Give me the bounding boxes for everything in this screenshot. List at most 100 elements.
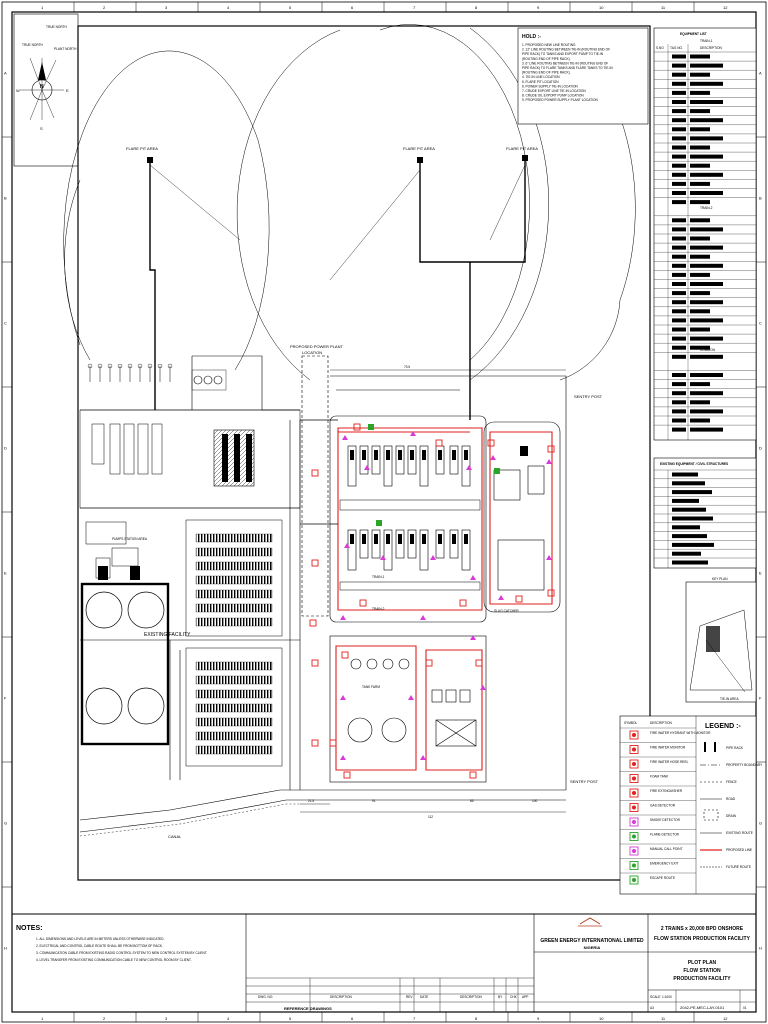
legend-right-label: PROPERTY BOUNDARY — [726, 763, 763, 767]
sentry-post-top: SENTRY POST — [574, 394, 603, 399]
flare-pit-label-2: FLARE PIT AREA — [403, 146, 435, 151]
equipment-tag-mark — [672, 391, 686, 396]
equipment-tag-mark — [672, 263, 686, 268]
legend-symbol-icon — [629, 730, 639, 740]
equipment-tag-mark — [672, 100, 686, 104]
array-row — [195, 703, 273, 713]
legend-symbol-icon — [629, 817, 639, 827]
legend-symbol-icon — [629, 803, 639, 812]
equipment-desc-mark — [690, 245, 723, 250]
process-vessel-mark — [386, 450, 390, 460]
equipment-desc-mark — [690, 90, 710, 95]
equipment-desc-mark — [690, 254, 710, 259]
revision-number: 01 — [743, 1006, 747, 1010]
legend-symbol-icon — [629, 861, 639, 870]
storage-tank — [381, 717, 407, 743]
grid-row-label: D — [759, 446, 762, 451]
equipment-tag-mark — [672, 118, 686, 123]
array-row — [195, 731, 273, 741]
sentry-post-bottom: SENTRY POST — [570, 779, 599, 784]
equipment-tag-mark — [672, 272, 686, 277]
equipment-desc-mark — [690, 263, 723, 268]
hold-item: 9. PROPOSED POWER SUPPLY PLANT LOCATION — [522, 98, 598, 102]
drawing-number: 2042-PE-MEC-LAY-0101 — [680, 1005, 725, 1010]
equipment-tag-mark — [672, 63, 686, 68]
process-vessel-mark — [374, 534, 378, 544]
grid-row-label: C — [4, 321, 7, 326]
existing-desc-mark — [672, 490, 712, 495]
fire-hydrant-icon — [353, 423, 361, 431]
title-block: NOTES: 1. ALL DIMENSIONS AND LEVELS ARE … — [11, 913, 757, 1013]
grid-row-label: E — [4, 571, 7, 576]
drawing-title-3: PRODUCTION FACILITY — [673, 976, 731, 982]
hold-item: 6. POWER SUPPLY TIE-IN LOCATION — [522, 84, 578, 88]
fire-hydrant-icon — [547, 445, 555, 453]
process-vessel — [395, 529, 405, 559]
project-title-1: 2 TRAINS x 20,000 BPD ONSHORE — [661, 926, 744, 932]
array-row — [195, 561, 273, 571]
tree-mark — [107, 363, 113, 369]
equipment-list-col-desc: DESCRIPTION — [700, 46, 722, 50]
process-vessel-mark — [464, 534, 468, 544]
detector-icon — [430, 555, 436, 560]
existing-tank-farm — [80, 582, 170, 746]
equipment-desc-mark — [690, 382, 710, 387]
company-logo — [578, 917, 602, 927]
hold-item: 8. CRUDE OIL EXPORT PUMP LOCATION — [522, 94, 584, 98]
legend-symbol-dot — [632, 820, 636, 824]
tree-mark — [147, 363, 153, 369]
detector-icon — [466, 465, 472, 470]
detector-icon — [340, 695, 346, 700]
array-row — [195, 661, 273, 671]
tree-mark — [157, 363, 163, 369]
north-e-label: E — [66, 88, 69, 93]
legend-symbol-dot — [632, 791, 636, 795]
drawing-frame — [77, 25, 651, 881]
grid-row-label: B — [4, 196, 7, 201]
fire-hydrant-icon — [311, 469, 319, 477]
dim-top: 70.5 — [404, 365, 410, 369]
grid-col-label: 10 — [599, 1016, 604, 1021]
equipment-tag-mark — [672, 382, 686, 387]
equipment-list-col-no: S.NO — [656, 46, 664, 50]
process-vessel — [419, 529, 429, 571]
grid-col-label: 8 — [475, 1016, 478, 1021]
flare-pit-label-1: FLARE PIT AREA — [126, 146, 158, 151]
legend-symbol-dot — [632, 762, 636, 766]
detector-icon — [380, 555, 386, 560]
note-item: 2. ELECTRICAL AND CONTROL CABLE ROUTE SH… — [36, 944, 163, 948]
grid-col-label: 10 — [599, 5, 604, 10]
fire-hydrant-icon — [329, 739, 337, 747]
legend-symbol-dot — [632, 863, 636, 868]
detector-icon — [470, 635, 476, 640]
equipment-desc-mark — [690, 336, 723, 341]
tree-mark — [117, 363, 123, 369]
grid-row-label: F — [4, 696, 7, 701]
dim-bottom-mid2: 85 — [470, 799, 474, 803]
legend-item-label: FLAME DETECTOR — [650, 833, 680, 837]
equipment-desc-mark — [690, 236, 710, 241]
equipment-tag-mark — [672, 400, 686, 405]
equipment-desc-mark — [690, 272, 710, 277]
north-s-label: S — [40, 126, 43, 131]
hold-item: 4. TIE-IN LINE LOCATION — [522, 75, 560, 79]
equipment-tag-mark — [672, 354, 686, 359]
array-row — [195, 533, 273, 543]
storage-tank — [398, 658, 410, 670]
grid-col-label: 7 — [413, 5, 416, 10]
equipment-desc-mark — [690, 391, 723, 396]
legend-item-label: SMOKE DETECTOR — [650, 818, 681, 822]
legend-symbol-dot — [632, 849, 636, 853]
detector-icon — [340, 755, 346, 760]
equipment-list-common: COMMON — [700, 348, 716, 352]
symbol-legend: LEGEND :- SYMBOL DESCRIPTION FIRE WATER … — [619, 715, 763, 895]
pipe-rack — [339, 499, 481, 511]
equipment-desc-mark — [690, 400, 710, 405]
fire-hydrant-icon — [311, 659, 319, 667]
exit-icon — [376, 520, 382, 526]
equipment-desc-mark — [690, 63, 723, 68]
legend-item-label: GAS DETECTOR — [650, 804, 676, 808]
ref-desc-col: DESCRIPTION — [330, 995, 352, 999]
process-vessel-mark — [374, 450, 378, 460]
fire-hydrant-icon — [459, 599, 467, 607]
